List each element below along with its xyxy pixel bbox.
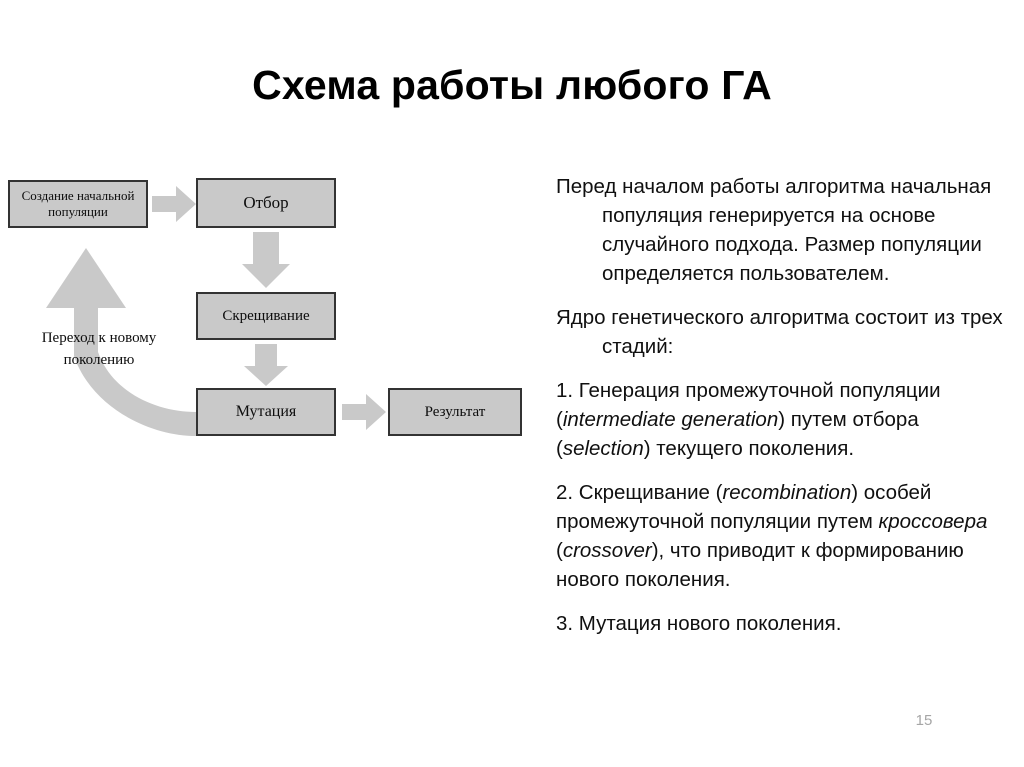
emphasis-term: кроссовера xyxy=(878,510,988,533)
diagram-arrows-layer xyxy=(46,186,386,436)
arrow-right-mutation-to-result-icon xyxy=(342,394,386,430)
emphasis-term: intermediate generation xyxy=(562,408,779,431)
body-paragraph-intro: Перед началом работы алгоритма начальная… xyxy=(556,172,1018,288)
text-run: ) путем отбора ( xyxy=(556,408,919,460)
body-paragraph-stage-3: 3. Мутация нового поколения. xyxy=(556,609,1018,638)
emphasis-term: crossover xyxy=(562,539,652,562)
text-run: ( xyxy=(556,539,563,562)
emphasis-term: recombination xyxy=(722,481,852,504)
page-title: Схема работы любого ГА xyxy=(252,62,772,108)
arrow-down-crossover-to-mutation-icon xyxy=(244,344,288,386)
diagram-node-init[interactable]: Создание начальной популяции xyxy=(8,180,148,228)
arrow-down-selection-to-crossover-icon xyxy=(242,232,290,288)
text-run: ), что приводит к формированию нового по… xyxy=(556,539,964,591)
text-run: 3. Мутация нового поколения. xyxy=(556,612,842,635)
curved-loop-arrow-icon xyxy=(46,248,196,436)
body-paragraph-stage-1: 1. Генерация промежуточной популяции (in… xyxy=(556,376,1018,463)
text-run: 1. Генерация промежуточной популяции ( xyxy=(556,379,941,431)
page-number: 15 xyxy=(915,712,933,729)
body-paragraph-stage-2: 2. Скрещивание (recombination) особей пр… xyxy=(556,478,1018,594)
diagram-node-selection[interactable]: Отбор xyxy=(196,178,336,228)
diagram-loop-label: Переход к новому поколению xyxy=(41,330,157,368)
emphasis-term: selection xyxy=(562,437,644,460)
diagram-node-crossover[interactable]: Скрещивание xyxy=(196,292,336,340)
body-paragraph-core: Ядро генетического алгоритма состоит из … xyxy=(556,303,1018,361)
body-text-column: Перед началом работы алгоритма начальная… xyxy=(556,172,1018,638)
text-run: Перед началом работы алгоритма начальная… xyxy=(556,175,992,285)
diagram-node-result[interactable]: Результат xyxy=(388,388,522,436)
diagram-node-mutation[interactable]: Мутация xyxy=(196,388,336,436)
arrow-right-init-to-selection-icon xyxy=(152,186,196,222)
text-run: ) особей промежуточной популяции путем xyxy=(556,481,932,533)
text-run: Ядро генетического алгоритма состоит из … xyxy=(556,306,1003,358)
text-run: 2. Скрещивание ( xyxy=(556,481,723,504)
text-run: ) текущего поколения. xyxy=(643,437,855,460)
flow-diagram: Создание начальной популяции Отбор Скрещ… xyxy=(0,160,540,460)
